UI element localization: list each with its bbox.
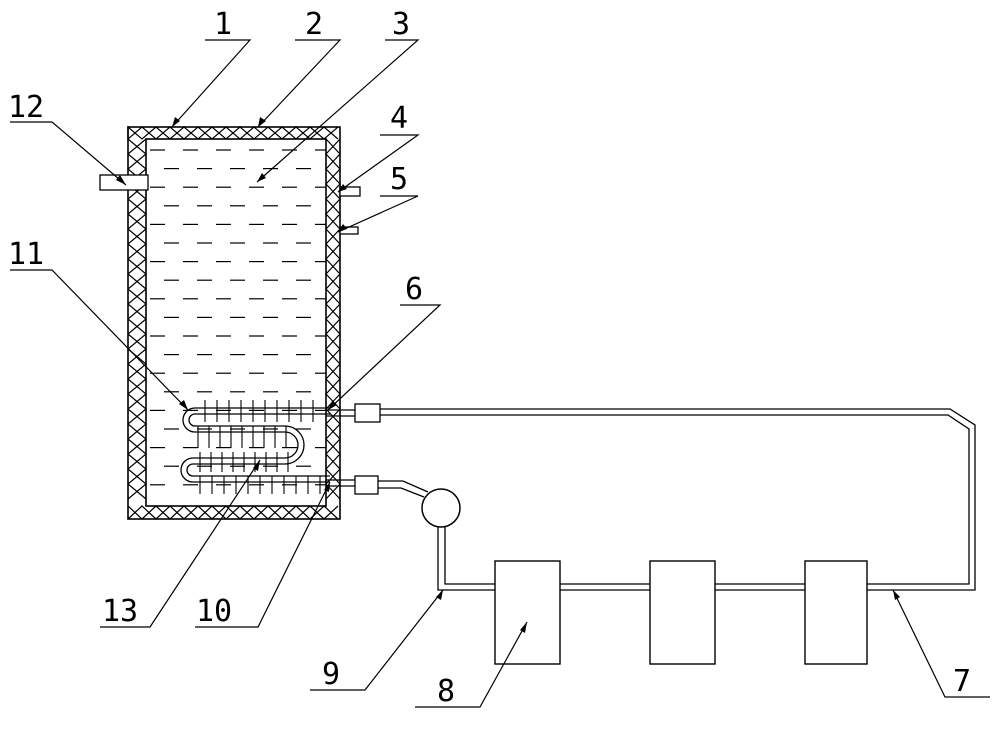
- tank-inner-liner: [145, 138, 327, 507]
- water-body: [150, 149, 326, 486]
- unit-2: [649, 560, 716, 665]
- coil-fins: [197, 400, 321, 494]
- collector-units: [494, 560, 868, 665]
- arrowheads: [116, 117, 900, 633]
- callout-labels: 1 2 3 4 5 12 11 6 13 10 9 8 7: [8, 7, 971, 709]
- label-5: 5: [390, 162, 408, 197]
- coil-heat-exchanger: [180, 407, 330, 483]
- label-4: 4: [390, 101, 408, 136]
- label-12: 12: [8, 90, 44, 125]
- fitting-10: [354, 475, 379, 495]
- fittings: [326, 403, 381, 495]
- insulation-layer: [127, 125, 341, 520]
- fitting-6: [354, 403, 381, 423]
- label-1: 1: [214, 7, 232, 42]
- unit-3: [804, 560, 868, 665]
- nozzle-4: [339, 186, 361, 197]
- label-3: 3: [392, 7, 410, 42]
- pump: [421, 488, 461, 528]
- label-11: 11: [8, 237, 44, 272]
- label-10: 10: [196, 594, 232, 629]
- piping: [378, 408, 976, 591]
- label-9: 9: [322, 657, 340, 692]
- unit-1: [494, 560, 561, 665]
- label-6: 6: [405, 272, 423, 307]
- label-13: 13: [102, 594, 138, 629]
- tank-outer-casing: [127, 126, 341, 520]
- label-8: 8: [437, 674, 455, 709]
- tank: [127, 126, 341, 520]
- leader-lines: [10, 39, 990, 708]
- label-7: 7: [953, 664, 971, 699]
- label-2: 2: [305, 7, 323, 42]
